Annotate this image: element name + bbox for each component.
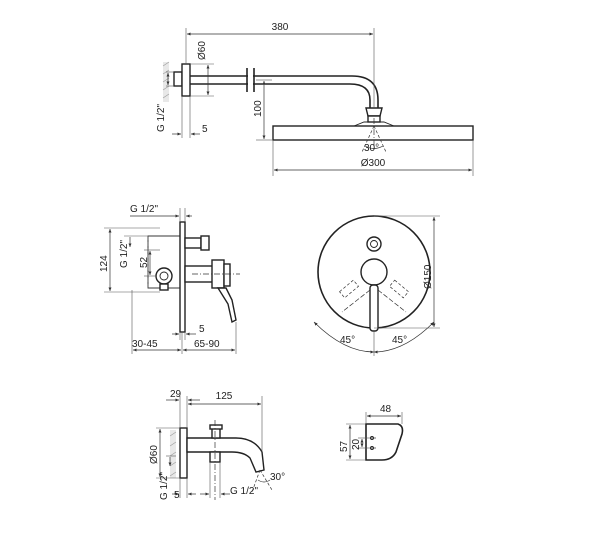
wall-hatch — [163, 62, 169, 102]
wall-flange — [181, 63, 191, 97]
dim-mixer-side-thread: G 1/2" — [119, 240, 130, 268]
dim-arm-angle: 30° — [364, 143, 379, 154]
dim-mixer-depth-front: 65-90 — [194, 339, 220, 350]
dim-holder-height: 57 — [339, 440, 350, 452]
mixer-body-view: G 1/2" 124 G 1/2" 52 5 30-45 65-90 — [99, 204, 240, 354]
inlet-port — [155, 267, 173, 285]
spout-view: 29 125 Ø60 30° G 1/2" 5 G 1/2" — [149, 389, 285, 501]
dim-head-dia: Ø300 — [361, 158, 386, 169]
ball-joint — [365, 107, 383, 117]
dim-spout-thread-side: G 1/2" — [159, 472, 170, 500]
dim-arm-height: 100 — [253, 100, 264, 117]
cover-plate-view: 45° 45° Ø150 — [313, 215, 440, 356]
dim-spout-thread-bottom: G 1/2" — [230, 486, 258, 497]
holder-view: 48 57 20 — [339, 404, 404, 461]
lever-hub — [360, 258, 388, 286]
dim-arm-thread: G 1/2" — [156, 104, 167, 132]
dim-mixer-depth-back: 30-45 — [132, 339, 158, 350]
shower-head — [272, 125, 474, 141]
dim-mixer-top-thread: G 1/2" — [130, 204, 158, 215]
dim-spout-offset: 29 — [170, 389, 182, 400]
dim-cover-dia: Ø150 — [423, 264, 434, 289]
dim-spout-wall: 5 — [174, 490, 180, 501]
dim-holder-width: 48 — [380, 404, 392, 415]
mixer-lever — [216, 287, 237, 324]
holder-body — [365, 423, 404, 461]
thread-stub — [173, 71, 183, 87]
dim-mixer-inner: 52 — [139, 256, 150, 268]
cover-lever — [369, 284, 379, 332]
shower-arm-view: 380 Ø60 100 G 1/2" 5 30° Ø300 — [156, 22, 474, 176]
dim-arm-flange-dia: Ø60 — [197, 41, 208, 60]
dim-mixer-height: 124 — [99, 255, 110, 272]
dim-cover-angle-right: 45° — [392, 335, 407, 346]
dim-arm-wall: 5 — [202, 124, 208, 135]
spout-body — [186, 437, 265, 473]
dim-holder-inner: 20 — [351, 438, 362, 450]
arm-pipe — [190, 75, 379, 108]
dim-spout-flange-dia: Ø60 — [149, 445, 160, 464]
dim-mixer-plate: 5 — [199, 324, 205, 335]
spout-flange — [179, 427, 188, 479]
dim-spout-angle: 30° — [270, 472, 285, 483]
dim-cover-angle-left: 45° — [340, 335, 355, 346]
dim-spout-length: 125 — [216, 391, 233, 402]
dim-arm-length: 380 — [272, 22, 289, 33]
wall-plate — [179, 221, 186, 333]
diverter-knob — [366, 236, 382, 252]
